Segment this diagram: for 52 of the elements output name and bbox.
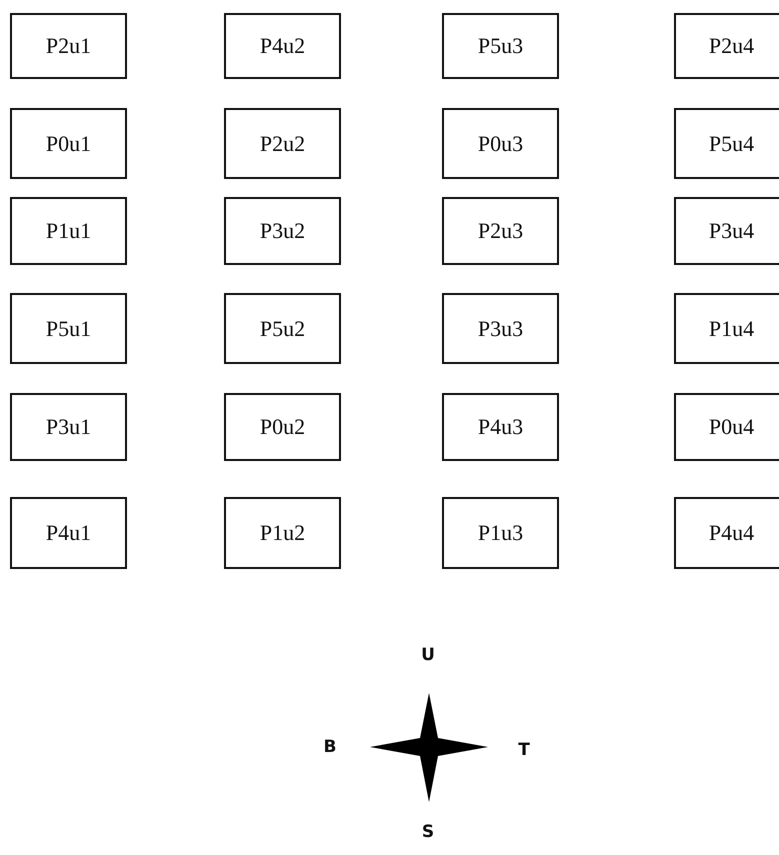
label-box [674, 497, 779, 569]
box-label: P1u1 [46, 218, 92, 244]
label-box [674, 108, 779, 179]
box-label: P3u4 [708, 218, 754, 244]
box-label: P2u4 [708, 33, 754, 59]
box-label: P1u4 [708, 316, 754, 342]
box-label: P0u4 [708, 414, 754, 440]
box-label: P1u3 [478, 520, 524, 546]
box-label: P5u3 [478, 33, 524, 59]
box-label: P5u2 [260, 316, 306, 342]
box-label: P0u3 [478, 130, 524, 156]
label-box [674, 393, 779, 461]
label-box [674, 293, 779, 364]
box-label: P1u2 [260, 520, 306, 546]
direction-letter: T [518, 740, 530, 760]
label-box [442, 497, 559, 569]
direction-letter: B [324, 737, 336, 757]
box-label: P2u2 [260, 130, 306, 156]
label-box [10, 393, 127, 461]
box-label: P4u3 [478, 414, 524, 440]
label-box [674, 13, 779, 79]
box-label: P5u1 [46, 316, 92, 342]
label-box [442, 293, 559, 364]
label-box [442, 197, 559, 265]
label-box [224, 108, 341, 179]
label-box [10, 497, 127, 569]
box-label: P4u4 [708, 520, 754, 546]
label-box [224, 497, 341, 569]
box-label: P3u2 [260, 218, 306, 244]
box-label: P3u1 [46, 414, 92, 440]
label-box [224, 197, 341, 265]
label-box [442, 108, 559, 179]
label-box [224, 293, 341, 364]
label-box [224, 13, 341, 79]
box-label: P2u3 [478, 218, 524, 244]
label-box [10, 293, 127, 364]
box-label: P2u1 [46, 33, 92, 59]
box-label: P0u1 [46, 130, 92, 156]
box-label: P3u3 [478, 316, 524, 342]
box-label: P4u1 [46, 520, 92, 546]
label-box [10, 13, 127, 79]
label-box [224, 393, 341, 461]
label-box [10, 108, 127, 179]
label-box [442, 13, 559, 79]
box-label: P0u2 [260, 414, 306, 440]
box-label: P5u4 [708, 130, 754, 156]
label-box [674, 197, 779, 265]
direction-letter: S [422, 822, 434, 842]
direction-letter: U [421, 645, 435, 665]
label-box [10, 197, 127, 265]
box-label: P4u2 [260, 33, 306, 59]
label-box [442, 393, 559, 461]
